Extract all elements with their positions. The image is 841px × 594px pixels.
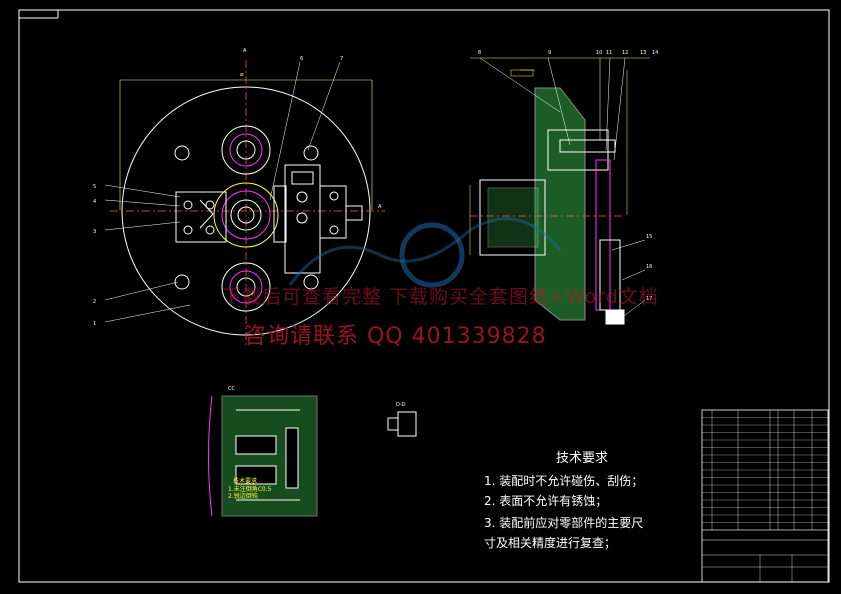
watermark-line-1: 下载后可查看完整 下载购买全套图纸+Word文档: [222, 286, 659, 308]
technical-requirement-3: 3. 装配前应对零部件的主要尺: [484, 516, 644, 530]
svg-text:A: A: [378, 204, 382, 210]
view-dd-label: D-D: [396, 402, 406, 408]
svg-text:11: 11: [606, 50, 612, 56]
svg-text:9: 9: [548, 50, 551, 56]
svg-text:6: 6: [300, 56, 303, 62]
svg-text:3: 3: [93, 229, 96, 235]
svg-text:14: 14: [652, 50, 658, 56]
svg-text:12: 12: [622, 50, 628, 56]
small-note-title: 技术要求: [233, 478, 258, 485]
technical-requirement-1: 1. 装配时不允许碰伤、刮伤；: [484, 474, 644, 488]
dd-section-view: D-D: [387, 402, 417, 437]
svg-text:7: 7: [340, 56, 343, 62]
svg-text:17: 17: [646, 296, 652, 302]
side-section-view: 8 9 10 11 12 13 14 15 16 17: [469, 50, 658, 325]
view-cc-label: CC: [228, 386, 235, 392]
small-note-line-1: 1.未注倒角C0.5: [228, 486, 272, 493]
technical-requirement-3-cont: 寸及相关精度进行复查；: [484, 536, 617, 550]
svg-text:16: 16: [646, 264, 652, 270]
svg-text:⌀: ⌀: [240, 71, 244, 78]
svg-text:15: 15: [646, 234, 652, 240]
svg-text:5: 5: [93, 184, 96, 190]
technical-requirement-2: 2. 表面不允许有锈蚀；: [484, 494, 608, 508]
svg-text:1: 1: [93, 321, 96, 327]
cc-section-view: CC: [208, 386, 318, 517]
svg-text:2: 2: [93, 299, 96, 305]
view-a-top-label: A: [243, 48, 247, 54]
small-note-line-2: 2.锐边倒钝: [228, 493, 258, 500]
svg-text:13: 13: [640, 50, 646, 56]
svg-text:8: 8: [478, 50, 481, 56]
svg-text:4: 4: [93, 199, 96, 205]
technical-requirements-title: 技术要求: [556, 451, 609, 466]
drawing-frame: [18, 9, 830, 583]
front-view: ⌀: [93, 48, 385, 345]
svg-text:10: 10: [596, 50, 602, 56]
watermark-line-2: 咨询请联系 QQ 401339828: [244, 324, 547, 349]
